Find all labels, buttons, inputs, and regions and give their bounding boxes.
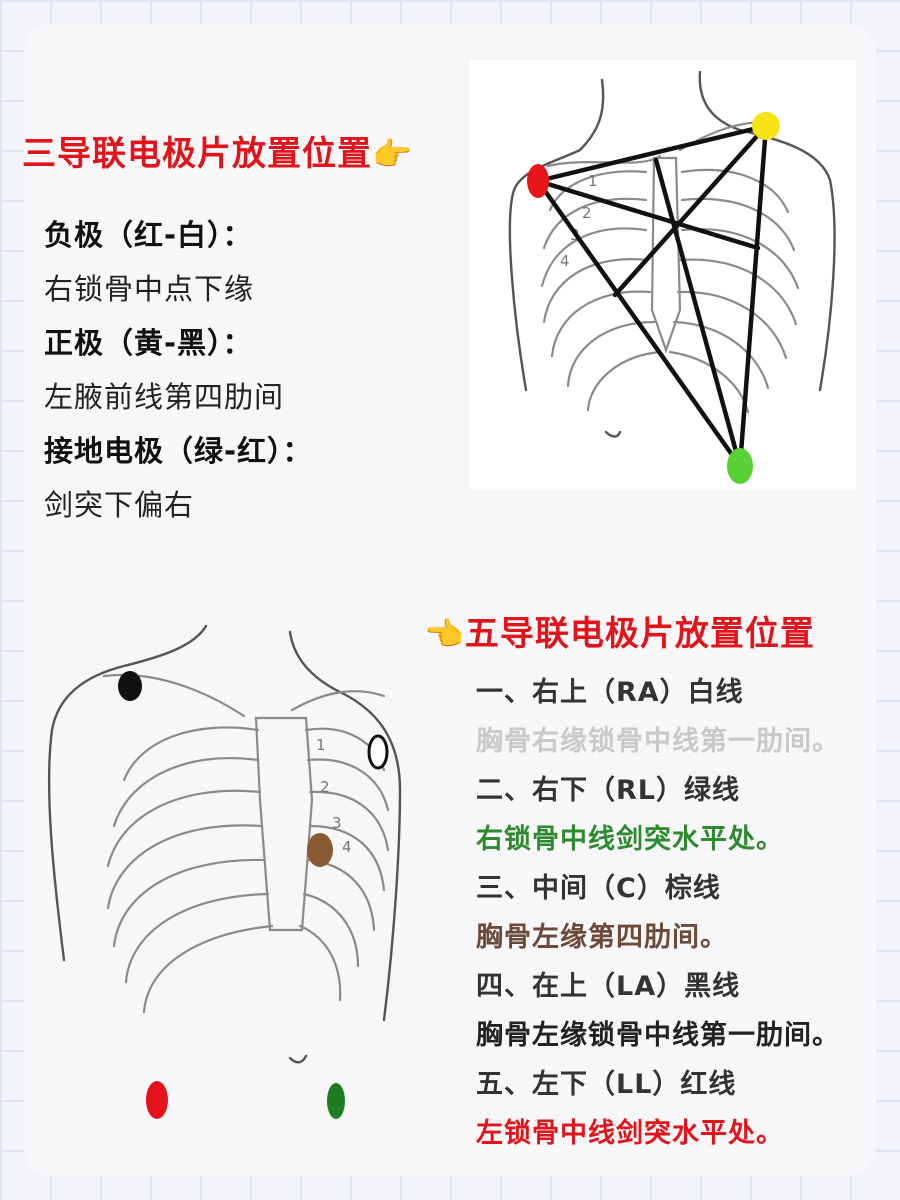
rl-green-title: 二、右下（RL）绿线	[476, 775, 740, 806]
left-clavicle-5	[290, 690, 386, 712]
positive-electrode-dot	[752, 112, 780, 140]
rib5-r2	[112, 756, 260, 828]
ra-white-title: 一、右上（RA）白线	[476, 677, 744, 708]
rib-number-1: 1	[588, 172, 598, 190]
la-black-desc: 胸骨左缘锁骨中线第一肋间。	[476, 1020, 840, 1051]
rib-l6	[672, 320, 770, 390]
rib5-r1	[122, 726, 260, 782]
lead-line-ra-la	[535, 123, 769, 184]
pointing-left-hand-icon: 👈	[424, 615, 465, 653]
ground-electrode-dot	[727, 448, 753, 484]
rib-r7	[586, 350, 662, 412]
left-shoulder-outline	[698, 70, 836, 392]
rib5-l2	[306, 758, 390, 812]
rib5-l5	[306, 858, 376, 932]
pointing-right-hand-icon: 👉	[372, 135, 413, 173]
right-shoulder-outline	[508, 78, 605, 392]
rib5-r7	[142, 924, 274, 1014]
ground-electrode-position: 剑突下偏右	[44, 488, 195, 522]
ll-red-desc: 左锁骨中线剑突水平处。	[476, 1118, 784, 1149]
rib5-l6	[302, 892, 360, 968]
c-brown-electrode	[307, 833, 333, 867]
rib5-number-1: 1	[316, 736, 326, 754]
ll-red-electrode	[146, 1081, 168, 1119]
positive-electrode-label: 正极（黄-黑）：	[44, 326, 253, 360]
lead-line-ra-chest	[535, 178, 761, 251]
rib5-number-2: 2	[320, 778, 330, 796]
rib5-l3	[308, 790, 390, 852]
rib5-number-3: 3	[332, 814, 342, 832]
rib-l5	[676, 290, 788, 360]
ra-white-electrode	[367, 734, 389, 770]
lead-line-ra-ll	[535, 178, 743, 469]
rib5-l4	[308, 824, 386, 892]
positive-electrode-position: 左腋前线第四肋间	[44, 380, 285, 414]
rl-green-desc: 右锁骨中线剑突水平处。	[476, 824, 784, 855]
five-lead-heading-text: 五导联电极片放置位置	[464, 614, 815, 654]
five-lead-chest-diagram: 1 2 3 4	[47, 624, 402, 1119]
la-black-electrode	[118, 671, 142, 701]
three-lead-heading-text: 三导联电极片放置位置	[22, 134, 372, 174]
left-shoulder-outline-5	[288, 630, 402, 1022]
negative-electrode-position: 右锁骨中点下缘	[44, 272, 255, 306]
rib5-r3	[106, 789, 262, 868]
rib-l1	[680, 168, 790, 214]
diagram-background	[470, 60, 856, 490]
navel-5	[288, 1054, 308, 1064]
rib-number-2: 2	[582, 204, 592, 222]
ll-red-title: 五、左下（LL）红线	[476, 1069, 737, 1100]
lead-line-mid-ll	[653, 157, 743, 469]
c-brown-desc: 胸骨左缘第四肋间。	[476, 922, 728, 953]
right-shoulder-outline-5	[47, 624, 208, 962]
navel	[604, 430, 622, 438]
sternum	[650, 156, 682, 354]
rib-r3	[540, 227, 648, 288]
three-lead-chest-diagram: 1 2 3 4	[470, 60, 856, 490]
negative-electrode-label: 负极（红-白）：	[44, 218, 253, 252]
la-black-title: 四、在上（LA）黑线	[476, 971, 741, 1002]
lead-line-la-ll	[737, 123, 769, 469]
rib-number-4: 4	[560, 252, 570, 270]
rib5-number-4: 4	[342, 838, 352, 856]
rib5-r4	[106, 824, 264, 910]
rib5-r5	[112, 858, 266, 948]
ra-white-desc: 胸骨右缘锁骨中线第一肋间。	[476, 726, 840, 757]
negative-electrode-dot	[527, 164, 549, 198]
c-brown-title: 三、中间（C）棕线	[476, 873, 721, 904]
right-clavicle-5	[102, 673, 246, 718]
five-lead-heading: 👈五导联电极片放置位置	[424, 606, 815, 655]
ground-electrode-label: 接地电极（绿-红）：	[44, 434, 313, 468]
rib-r2	[542, 197, 648, 250]
lead-lines	[535, 123, 769, 469]
rib5-l7	[298, 924, 342, 1002]
rib5-r6	[124, 892, 270, 984]
three-lead-heading: 三导联电极片放置位置👉	[22, 126, 413, 175]
sternum-5	[254, 716, 314, 932]
rl-green-electrode	[327, 1083, 345, 1119]
lead-line-la-chest	[612, 123, 769, 298]
rib-r5	[550, 290, 652, 358]
rib-r4	[542, 258, 650, 324]
